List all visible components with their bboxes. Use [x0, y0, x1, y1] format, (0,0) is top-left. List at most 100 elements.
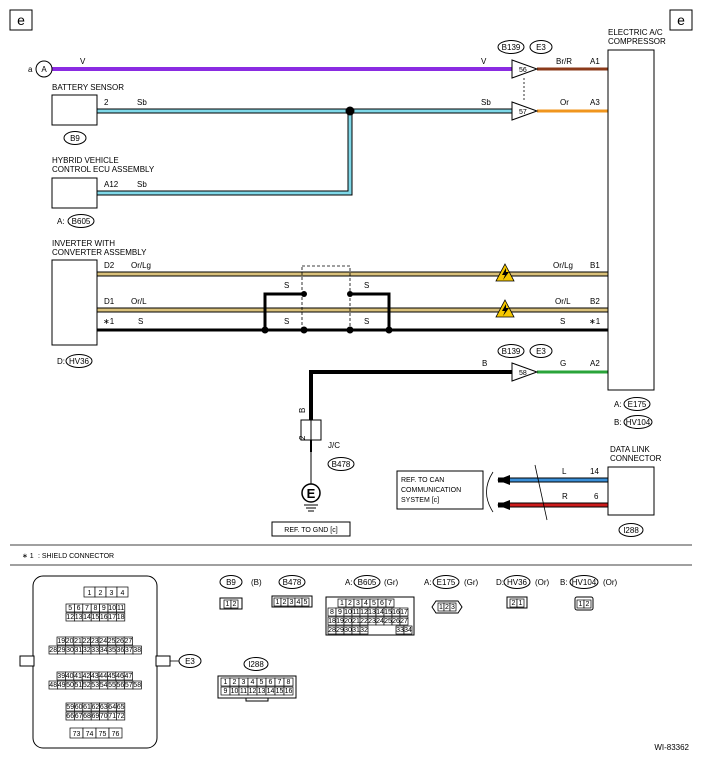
e3-pin-number: 10: [108, 605, 116, 612]
wire-labels: V V Br/R A1 2 Sb Sb Or A3 A12 Sb D2 Or/L…: [80, 57, 601, 501]
e3-pin-number: 7: [85, 605, 89, 612]
inverter-box[interactable]: [51, 259, 98, 346]
hv-ecu-box[interactable]: [51, 177, 98, 209]
connector-tag-b605[interactable]: [67, 214, 95, 228]
e3-pin-number: 54: [100, 682, 108, 689]
b605-pin-number: 6: [380, 600, 384, 607]
svg-text:D1: D1: [104, 297, 115, 306]
splice-tag-b139-bottom[interactable]: [497, 344, 525, 358]
e3-pin-number: 73: [73, 731, 81, 738]
b605-pin-number: 9: [338, 609, 342, 616]
splice-tag-e3-bottom[interactable]: [529, 344, 553, 358]
b478-pin: [301, 597, 310, 607]
b605-pin-number: 2: [348, 600, 352, 607]
connector-tag-i288[interactable]: [618, 523, 644, 537]
hv36-pin-number: 1: [519, 600, 523, 607]
e3-pin-number: 41: [74, 673, 82, 680]
ground-reference-box[interactable]: [271, 521, 351, 537]
i288-pin-number: 7: [278, 679, 282, 686]
e3-pin-number: 74: [86, 731, 94, 738]
shield-node-3: [346, 326, 354, 334]
e175-pin: [449, 602, 457, 612]
svg-text:S: S: [560, 317, 565, 326]
b605-pin: [359, 625, 369, 635]
ref-a-circle[interactable]: [35, 60, 53, 78]
connector-tag-b605-legend[interactable]: [353, 575, 381, 589]
connector-tag-b9-legend[interactable]: [219, 575, 243, 589]
high-voltage-icon: [495, 263, 515, 282]
connector-tag-b9[interactable]: [63, 131, 87, 145]
inverter-title-1: INVERTER WITH: [52, 239, 115, 248]
e3-pin-number: 23: [91, 638, 99, 645]
hv-ecu-title-1: HYBRID VEHICLE: [52, 156, 119, 165]
e3-pin-number: 20: [66, 638, 74, 645]
connector-tag-hv104-legend[interactable]: [569, 575, 599, 589]
b605-pin-number: 24: [376, 618, 384, 625]
footnote-text: : SHIELD CONNECTOR: [38, 553, 114, 560]
splice-tag-e3-top[interactable]: [529, 40, 553, 54]
dlc-box[interactable]: [607, 466, 655, 516]
connector-tag-b478-legend[interactable]: [278, 575, 306, 589]
connector-tag-e175-legend[interactable]: [432, 575, 460, 589]
connector-tag-hv36[interactable]: [65, 354, 93, 368]
svg-text:56: 56: [519, 67, 527, 74]
e3-pin-number: 16: [100, 614, 108, 621]
connector-tag-i288-legend[interactable]: [243, 657, 269, 671]
svg-text:Sb: Sb: [137, 180, 147, 189]
svg-text:2: 2: [298, 435, 307, 440]
compressor-box[interactable]: [607, 49, 655, 391]
ref-a-label: a: [28, 65, 33, 74]
svg-text:Or/L: Or/L: [131, 297, 147, 306]
svg-text:Or/L: Or/L: [555, 297, 571, 306]
e3-pin-number: 4: [121, 590, 125, 597]
i288-pin-number: 15: [276, 688, 284, 695]
b605-pin-number: 21: [352, 618, 360, 625]
connector-tag-b478[interactable]: [327, 457, 355, 471]
b478-pin-number: 2: [283, 599, 287, 606]
svg-text:B1: B1: [590, 261, 600, 270]
b605-pin-number: 27: [400, 618, 408, 625]
i288-pin-number: 9: [224, 688, 228, 695]
e3-pin-number: 67: [75, 713, 83, 720]
svg-text:S: S: [284, 281, 289, 290]
connector-tag-e175[interactable]: [623, 397, 651, 411]
e3-pin-number: 64: [108, 704, 116, 711]
connector-tag-e3-legend-label: E3: [185, 657, 195, 666]
connector-tag-hv36-legend[interactable]: [503, 575, 531, 589]
e3-pin-number: 12: [66, 614, 74, 621]
e3-pin-number: 53: [91, 682, 99, 689]
splice-tag-b139-top[interactable]: [497, 40, 525, 54]
svg-text:58: 58: [519, 370, 527, 377]
page-letter-left: e: [17, 12, 25, 28]
e3-pin-number: 61: [83, 704, 91, 711]
e175-color: (Gr): [464, 578, 479, 587]
b9-pin: [230, 599, 239, 609]
compressor-conn-b-prefix: B:: [614, 418, 622, 427]
connector-e3-face: [19, 575, 180, 749]
can-ref-line3: SYSTEM [c]: [401, 497, 439, 504]
svg-text:I288: I288: [623, 526, 639, 535]
i288-pin-number: 1: [224, 679, 228, 686]
i288-pin-number: 8: [287, 679, 291, 686]
e3-pin-number: 72: [117, 713, 125, 720]
b478-pin-number: 4: [297, 599, 301, 606]
e3-pin-number: 21: [74, 638, 82, 645]
svg-text:Br/R: Br/R: [556, 57, 572, 66]
shield-node-5: [301, 291, 307, 297]
e3-pin-number: 62: [92, 704, 100, 711]
connector-tag-hv104[interactable]: [623, 415, 653, 429]
svg-text:R: R: [562, 492, 568, 501]
e3-pin-number: 28: [49, 647, 57, 654]
can-reference-box[interactable]: [396, 470, 484, 510]
battery-sensor-box[interactable]: [51, 94, 98, 126]
i288-pin-number: 3: [242, 679, 246, 686]
b605-pin: [385, 598, 395, 608]
e3-pin-number: 75: [99, 731, 107, 738]
connector-tag-i288-legend-label: I288: [248, 660, 264, 669]
wire-sb-ecu: [97, 111, 352, 195]
connector-tag-e3-legend[interactable]: [178, 654, 202, 668]
jc-title: J/C: [328, 441, 340, 450]
e3-pin-number: 26: [116, 638, 124, 645]
